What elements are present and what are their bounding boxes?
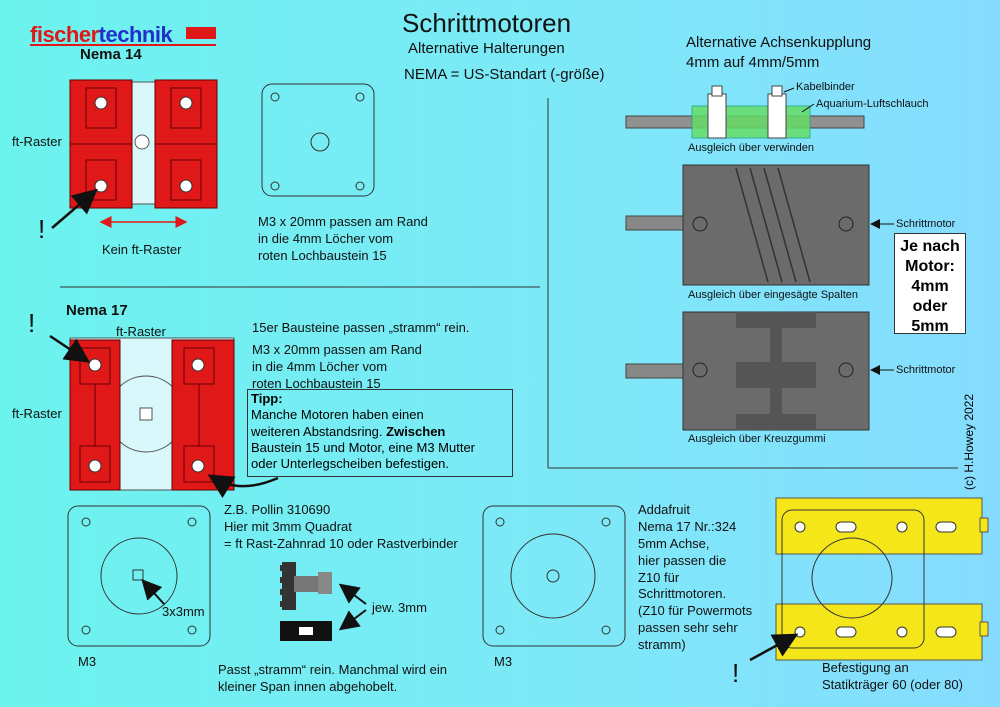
label-kabelbinder: Kabelbinder [796, 81, 855, 93]
coupling-title-2: 4mm auf 4mm/5mm [686, 54, 820, 71]
adafruit-line-7: (Z10 für Powermots [638, 603, 753, 619]
pollin-size: 3x3mm [162, 604, 205, 619]
fischertechnik-logo: fischertechnik [30, 22, 173, 47]
nema17-description: M3 x 20mm passen am Rand in die 4mm Löch… [252, 342, 422, 393]
pollin-line-2: Hier mit 3mm Quadrat [224, 518, 352, 534]
adafruit-line-8: passen sehr sehr [638, 620, 738, 636]
caption-slots: Ausgleich über eingesägte Spalten [688, 289, 859, 301]
tipp-title: Tipp: [251, 391, 283, 406]
statik-line-1: Befestigung an [822, 660, 909, 675]
nema14-kein-raster: Kein ft-Raster [102, 242, 182, 257]
adafruit-line-5: Z10 für [638, 569, 680, 585]
pollin-bottom-2: kleiner Span innen abgehobelt. [218, 678, 398, 694]
page-title: Schrittmotoren [402, 8, 572, 38]
pollin-jew: jew. 3mm [372, 600, 427, 615]
nema14-exclamation: ! [38, 214, 46, 244]
tipp-box: Tipp: Manche Motoren haben einen weitere… [247, 389, 513, 477]
statik-exclamation: ! [732, 658, 740, 688]
pollin-line-1: Z.B. Pollin 310690 [224, 502, 331, 517]
je-nach-line-5: 5mm [911, 318, 949, 335]
tipp-line-2a: weiteren Abstandsring. [251, 423, 387, 439]
logo-underline [30, 44, 216, 46]
tipp-line-1: Manche Motoren haben einen [251, 407, 424, 423]
pollin-m3: M3 [78, 654, 97, 669]
tipp-line-4: oder Unterlegscheiben befestigen. [251, 456, 450, 471]
statik-text: Befestigung an Statikträger 60 (oder 80) [822, 660, 963, 694]
label-schlauch: Aquarium-Luftschlauch [816, 98, 929, 110]
pollin-bottom: Passt „stramm“ rein. Manchmal wird ein k… [218, 662, 447, 696]
je-nach-line-3: 4mm [911, 278, 949, 295]
nema17-desc-2: in die 4mm Löcher vom [252, 358, 388, 374]
coupling-slots [625, 164, 894, 286]
motor-size-box: Je nach Motor: 4mm oder 5mm [894, 233, 966, 335]
page-subtitle: Alternative Halterungen [408, 40, 565, 57]
gear-and-connector [280, 562, 367, 641]
nema17-label: Nema 17 [66, 302, 128, 319]
je-nach-line-2: Motor: [905, 258, 955, 275]
adafruit-line-3: 5mm Achse, [638, 535, 710, 551]
nema14-desc-3: roten Lochbaustein 15 [258, 247, 387, 263]
adafruit-line-4: hier passen die [638, 552, 727, 568]
caption-cross: Ausgleich über Kreuzgummi [688, 433, 826, 445]
tipp-line-3: Baustein 15 und Motor, eine M3 Mutter [251, 439, 476, 455]
coupling-twist [625, 85, 865, 139]
nema17-desc-3: roten Lochbaustein 15 [252, 375, 381, 391]
nema17-note: 15er Bausteine passen „stramm“ rein. [252, 320, 470, 335]
nema14-drawing [51, 79, 218, 229]
label-schrittmotor-1: Schrittmotor [896, 218, 956, 230]
label-schrittmotor-2: Schrittmotor [896, 364, 956, 376]
nema14-label: Nema 14 [80, 46, 142, 63]
nema17-ft-raster-left: ft-Raster [12, 406, 62, 421]
statik-drawing [749, 497, 989, 662]
pollin-line-3: = ft Rast-Zahnrad 10 oder Rastverbinder [224, 535, 458, 551]
adafruit-plate [482, 505, 626, 647]
pollin-text: Z.B. Pollin 310690 Hier mit 3mm Quadrat … [224, 502, 458, 553]
nema14-plate [261, 83, 375, 197]
adafruit-line-6: Schrittmotoren. [638, 586, 727, 602]
caption-twist: Ausgleich über verwinden [688, 142, 814, 154]
logo-badge [186, 27, 216, 39]
statik-line-2: Statikträger 60 (oder 80) [822, 676, 963, 692]
copyright-text: (c) H.Howey 2022 [962, 393, 976, 490]
nema14-ft-raster: ft-Raster [12, 134, 62, 149]
pollin-plate [67, 505, 211, 647]
nema17-ft-raster-top: ft-Raster [116, 324, 166, 339]
tipp-line-2: weiteren Abstandsring. Zwischen [251, 424, 509, 440]
adafruit-line-1: Addafruit [638, 502, 691, 517]
nema14-desc-2: in die 4mm Löcher vom [258, 230, 394, 246]
coupling-title-1: Alternative Achsenkupplung [686, 34, 872, 51]
adafruit-text: Addafruit Nema 17 Nr.:324 5mm Achse, hie… [638, 502, 752, 654]
adafruit-line-2: Nema 17 Nr.:324 [638, 518, 737, 534]
coupling-cross [625, 311, 894, 431]
nema17-exclamation: ! [28, 308, 36, 338]
adafruit-line-9: stramm) [638, 637, 686, 653]
je-nach-line-4: oder [912, 298, 948, 315]
nema14-description: M3 x 20mm passen am Rand in die 4mm Löch… [258, 214, 428, 265]
nema-note: NEMA = US-Standart (-größe) [404, 66, 605, 83]
tipp-line-2b: Zwischen [386, 423, 446, 439]
nema17-desc-1: M3 x 20mm passen am Rand [252, 342, 422, 357]
pollin-bottom-1: Passt „stramm“ rein. Manchmal wird ein [218, 662, 447, 677]
je-nach-line-1: Je nach [900, 238, 960, 255]
nema14-desc-1: M3 x 20mm passen am Rand [258, 214, 428, 229]
nema17-drawing [49, 334, 279, 499]
adafruit-m3: M3 [494, 654, 513, 669]
